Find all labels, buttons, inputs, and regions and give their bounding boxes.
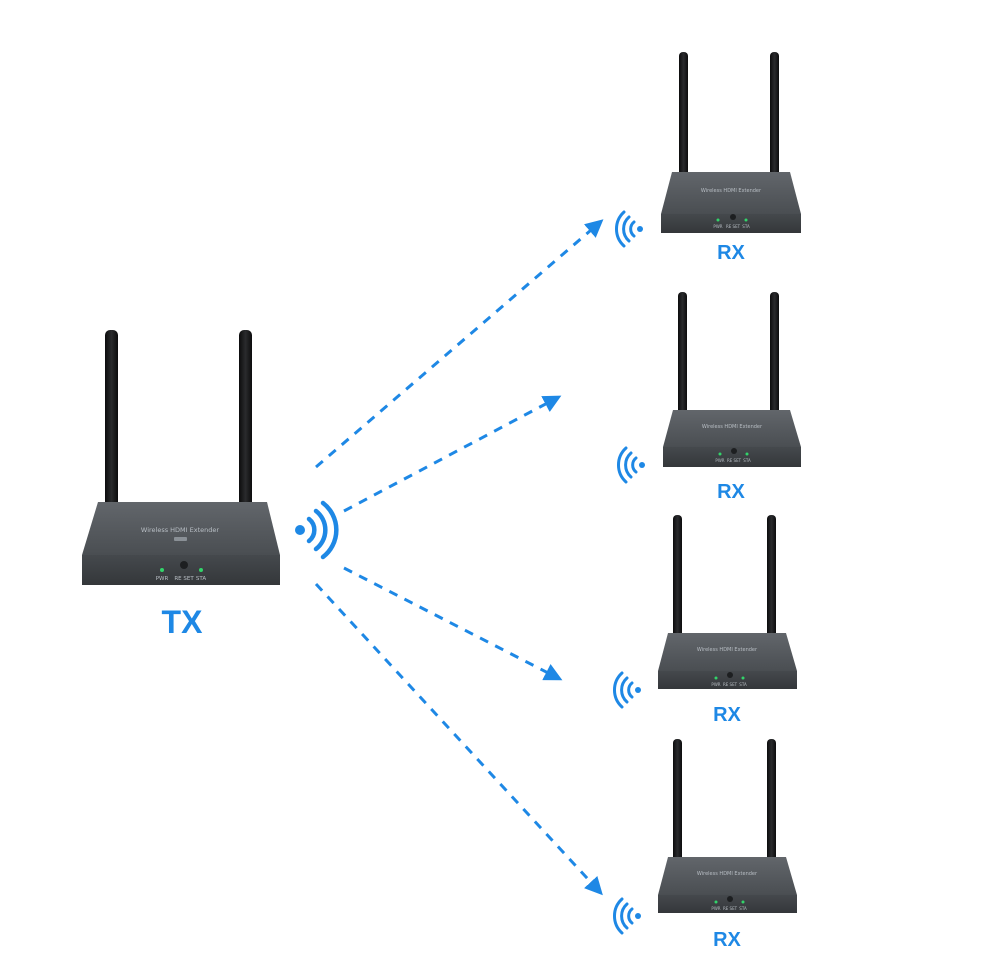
rx-device-title: Wireless HDMI Extender [697,647,758,653]
tx-indicator-pwr: PWR [156,576,169,582]
rx-body-front [663,447,801,467]
rx-indicator-reset: RE SET [723,906,738,911]
rx-reset-button [730,214,736,220]
rx-indicator-reset: RE SET [723,682,738,687]
rx-led-sta [741,676,745,680]
tx-label: TX [162,604,204,640]
rx-body-front [658,895,797,913]
wifi-signal-icon [616,446,645,484]
receiver-device-1: Wireless HDMI Extender PWR RE SET STA [661,52,801,233]
rx-led-pwr [716,218,720,222]
rx-antenna-right [767,739,776,873]
tx-body-top [82,502,280,555]
rx-reset-button [731,448,737,454]
rx-indicator-reset: RE SET [727,458,742,463]
rx-device-title: Wireless HDMI Extender [701,188,762,194]
rx-indicator-sta: STA [742,224,750,229]
rx-reset-button [727,672,733,678]
tx-antenna-left [105,330,118,508]
rx-body-top [658,857,797,895]
rx-antenna-right [770,52,779,184]
tx-reset-button [180,561,188,569]
rx-led-sta [744,218,748,222]
arrow-to-rx-3 [343,566,563,681]
rx-body-front [661,214,801,233]
arrow-to-rx-4 [314,582,603,896]
tx-indicator-sta: STA [196,576,206,582]
rx-antenna-right [770,292,779,426]
rx-indicator-sta: STA [743,458,751,463]
wifi-signal-icon [614,210,643,248]
rx-label-1: RX [717,242,745,264]
rx-led-pwr [718,452,722,456]
tx-body-front [82,555,280,585]
rx-indicator-sta: STA [739,682,747,687]
rx-reset-button [727,896,733,902]
rx-body-top [663,410,801,447]
rx-indicator-reset: RE SET [726,224,741,229]
rx-antenna-left [679,52,688,184]
rx-led-pwr [714,900,718,904]
receiver-device-2: Wireless HDMI Extender PWR RE SET STA [663,292,801,467]
tx-led-sta [199,568,203,572]
tx-antenna-right [239,330,252,508]
rx-label-3: RX [713,704,741,726]
rx-indicator-pwr: PWR [711,682,720,687]
rx-body-top [661,172,801,214]
wifi-signal-icon [612,671,641,709]
rx-antenna-left [678,292,687,426]
wifi-signal-icon [295,500,339,560]
rx-led-pwr [714,676,718,680]
arrow-to-rx-2 [343,395,562,513]
receiver-device-4: Wireless HDMI Extender PWR RE SET STA [658,739,797,913]
rx-antenna-left [673,515,682,649]
rx-label-4: RX [713,929,741,951]
rx-label-2: RX [717,481,745,503]
rx-indicator-pwr: PWR [711,906,720,911]
arrow-to-rx-1 [315,219,604,469]
transmitter-device: Wireless HDMI Extender PWR RE SET STA [82,330,280,585]
rx-antenna-left [673,739,682,873]
wifi-signal-icon [612,897,641,935]
rx-antenna-right [767,515,776,649]
rx-device-title: Wireless HDMI Extender [702,424,763,430]
rx-indicator-pwr: PWR [713,224,722,229]
receiver-device-3: Wireless HDMI Extender PWR RE SET STA [658,515,797,689]
rx-indicator-sta: STA [739,906,747,911]
rx-indicator-pwr: PWR [715,458,724,463]
tx-device-title: Wireless HDMI Extender [141,526,219,534]
tx-indicator-reset: RE SET [174,576,194,582]
rx-led-sta [745,452,749,456]
rx-body-top [658,633,797,671]
tx-title-badge [174,537,187,541]
rx-led-sta [741,900,745,904]
rx-body-front [658,671,797,689]
rx-device-title: Wireless HDMI Extender [697,871,758,877]
tx-led-pwr [160,568,164,572]
